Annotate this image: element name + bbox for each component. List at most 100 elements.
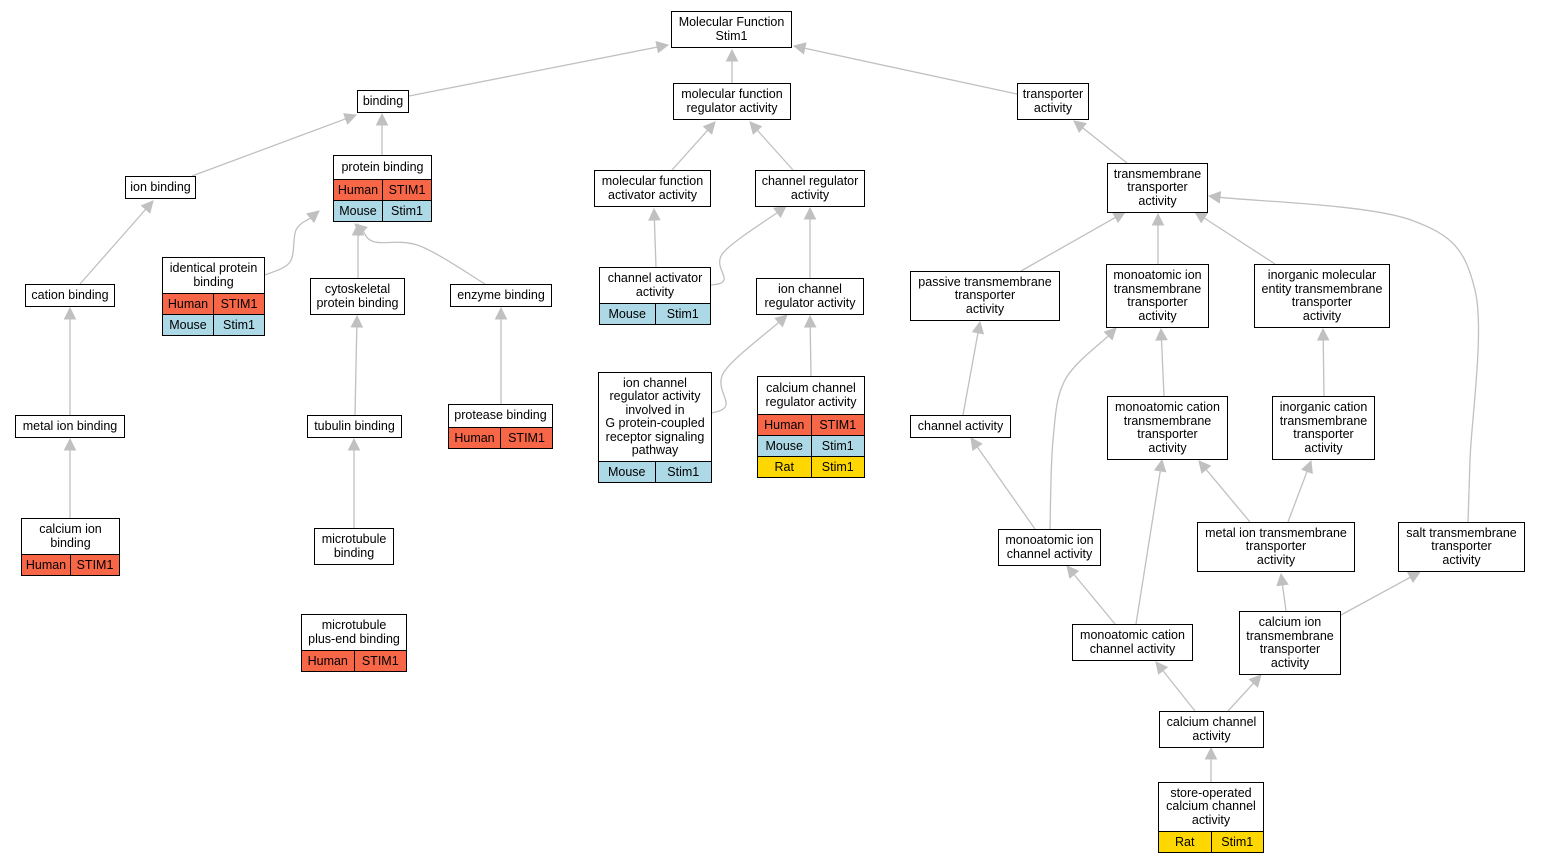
go-term-node-ca-channel[interactable]: calcium channel activity <box>1159 711 1264 748</box>
go-term-node-cytoskeletal-pb[interactable]: cytoskeletal protein binding <box>310 278 405 315</box>
go-term-node-tm-transporter[interactable]: transmembrane transporter activity <box>1107 163 1208 213</box>
go-term-node-monoatomic-cation-tm[interactable]: monoatomic cation transmembrane transpor… <box>1107 396 1228 460</box>
annotation-gene: Stim1 <box>654 462 712 482</box>
edge-line <box>1160 339 1165 397</box>
edge-line <box>671 129 709 171</box>
go-term-label-text: metal ion transmembrane transporter acti… <box>1205 525 1347 567</box>
annotation-species: Human <box>454 431 495 445</box>
go-term-node-metal-ion-binding[interactable]: metal ion binding <box>15 415 125 438</box>
go-term-node-metal-ion-tm[interactable]: metal ion transmembrane transporter acti… <box>1197 522 1355 572</box>
go-term-node-channel-reg[interactable]: channel regulator activity <box>755 170 865 207</box>
edge-line <box>1162 670 1196 712</box>
go-term-label-text: tubulin binding <box>314 418 395 433</box>
go-term-node-mf-activator[interactable]: molecular function activator activity <box>594 170 711 207</box>
edge-line <box>710 212 778 286</box>
go-term-node-monoatomic-cation-channel[interactable]: monoatomic cation channel activity <box>1072 624 1193 661</box>
go-term-node-microtubule-binding[interactable]: microtubule binding <box>314 528 394 565</box>
go-term-node-icr-gpcr[interactable]: ion channel regulator activity involved … <box>598 372 712 483</box>
edge-mf_activator-to-mf_reg <box>671 121 716 171</box>
go-term-node-channel-activity[interactable]: channel activity <box>910 415 1011 438</box>
go-term-node-enzyme-binding[interactable]: enzyme binding <box>450 284 552 307</box>
edge-arrowhead <box>1066 565 1080 579</box>
go-term-node-salt-tm[interactable]: salt transmembrane transporter activity <box>1398 522 1525 572</box>
edge-metal_ion_binding-to-cation_binding <box>63 306 77 415</box>
edge-line <box>711 321 780 414</box>
edge-arrowhead <box>1276 572 1289 587</box>
go-term-label: ion channel regulator activity <box>757 279 863 314</box>
edge-arrowhead <box>1155 661 1169 675</box>
annotation-gene: STIM1 <box>382 180 431 200</box>
edge-monoatomic_cation_tm-to-monoatomic_ion_tm <box>1155 327 1168 397</box>
go-term-node-mf[interactable]: Molecular Function Stim1 <box>671 11 792 48</box>
edge-line <box>408 46 658 97</box>
edge-ca_channel_reg-to-ion_channel_reg <box>803 314 817 377</box>
go-term-node-transporter[interactable]: transporter activity <box>1017 83 1089 120</box>
annotation-gene: STIM1 <box>213 294 264 314</box>
edge-enzyme_binding-to-protein_binding <box>354 223 486 285</box>
go-term-node-inorganic-cation-tm[interactable]: inorganic cation transmembrane transport… <box>1272 396 1375 460</box>
edge-line <box>79 208 147 285</box>
go-term-label: channel activator activity <box>600 268 710 303</box>
go-term-node-inorganic-mol-tm[interactable]: inorganic molecular entity transmembrane… <box>1254 264 1390 328</box>
edge-arrowhead <box>1151 212 1165 226</box>
go-term-node-ion-binding[interactable]: ion binding <box>125 176 196 199</box>
annotation-gene: Stim1 <box>810 457 865 477</box>
go-term-node-tubulin-binding[interactable]: tubulin binding <box>307 415 402 438</box>
edge-monoatomic_cation_channel-to-monoatomic_ion_channel <box>1066 565 1116 625</box>
edge-arrowhead <box>648 207 661 221</box>
edge-channel_activator-to-mf_activator <box>648 207 661 268</box>
go-term-node-monoatomic-ion-channel[interactable]: monoatomic ion channel activity <box>998 529 1101 566</box>
edge-line <box>962 332 979 416</box>
go-term-label-text: microtubule plus-end binding <box>308 618 400 646</box>
edge-line <box>1322 339 1325 397</box>
edge-arrowhead <box>1073 120 1087 134</box>
go-term-label: microtubule binding <box>315 529 393 564</box>
annotation-gene: Stim1 <box>382 201 431 221</box>
edge-arrowhead <box>1316 327 1330 341</box>
edge-arrowhead <box>1155 327 1168 341</box>
go-term-label-text: monoatomic cation channel activity <box>1080 628 1185 656</box>
edge-monoatomic_ion_channel-to-monoatomic_ion_tm <box>1049 327 1117 530</box>
go-term-label: store-operated calcium channel activity <box>1159 783 1263 831</box>
annotation-species: Human <box>167 297 209 311</box>
edge-arrowhead <box>971 320 985 335</box>
go-term-label-text: inorganic cation transmembrane transport… <box>1279 400 1368 455</box>
edge-monoatomic_ion_tm-to-tm_transporter <box>1151 212 1165 264</box>
go-term-node-monoatomic-ion-tm[interactable]: monoatomic ion transmembrane transporter… <box>1106 264 1209 328</box>
edge-arrowhead <box>1198 460 1212 474</box>
edge-metal_ion_tm-to-monoatomic_cation_tm <box>1198 460 1251 523</box>
edge-channel_activator-to-channel_reg <box>710 205 787 286</box>
edge-ca_channel-to-ca_ion_tm <box>1227 674 1262 712</box>
go-term-node-passive-tm[interactable]: passive transmembrane transporter activi… <box>910 271 1060 321</box>
edge-line <box>1049 335 1109 530</box>
annotation-species: Mouse <box>169 318 207 332</box>
annotation-gene: STIM1 <box>70 555 119 575</box>
go-term-node-mf-reg[interactable]: molecular function regulator activity <box>673 83 791 120</box>
go-term-node-cation-binding[interactable]: cation binding <box>25 284 115 307</box>
go-term-node-ion-channel-reg[interactable]: ion channel regulator activity <box>756 278 864 315</box>
go-term-label-text: molecular function regulator activity <box>681 87 783 115</box>
edge-monoatomic_cation_channel-to-monoatomic_cation_tm <box>1135 458 1167 625</box>
go-term-label: molecular function regulator activity <box>674 84 790 119</box>
go-term-label-text: enzyme binding <box>457 287 545 302</box>
edge-calcium_ion_binding-to-metal_ion_binding <box>63 437 77 518</box>
go-term-node-ca-ion-tm[interactable]: calcium ion transmembrane transporter ac… <box>1239 611 1341 675</box>
go-term-label: calcium channel regulator activity <box>758 377 864 414</box>
edge-identical_pb-to-protein_binding <box>264 210 320 276</box>
go-term-node-binding[interactable]: binding <box>357 90 409 113</box>
edge-line <box>362 230 486 285</box>
edge-arrowhead <box>1207 191 1222 204</box>
go-term-label: ion binding <box>126 177 195 198</box>
